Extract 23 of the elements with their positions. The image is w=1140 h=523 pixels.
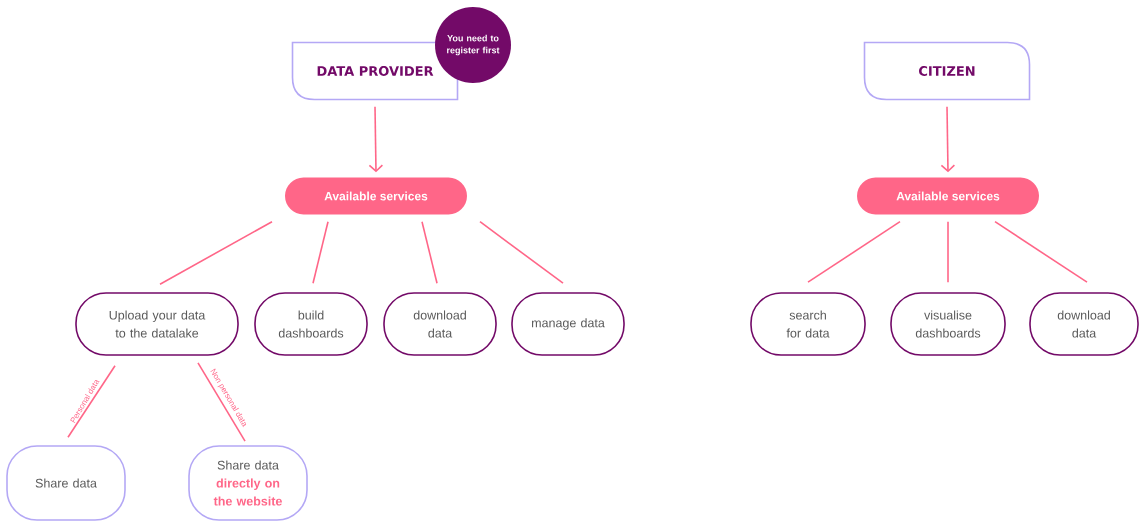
service-box: manage data — [511, 292, 625, 356]
connector-line — [807, 220, 901, 283]
services-pill: Available services — [285, 177, 467, 215]
service-box: visualise dashboards — [890, 292, 1006, 356]
connector-line — [67, 365, 116, 438]
option-box: Share data directly on the website — [188, 445, 308, 521]
arrow — [940, 105, 956, 173]
connector-line — [197, 362, 246, 442]
service-box: download data — [383, 292, 497, 356]
arrow — [368, 105, 384, 173]
connector-line — [421, 220, 438, 284]
connector-line — [312, 220, 329, 284]
connector-line — [479, 220, 564, 284]
connector-line — [994, 220, 1088, 283]
service-box: Upload your data to the datalake — [75, 292, 239, 356]
service-box: build dashboards — [254, 292, 368, 356]
service-box: download data — [1029, 292, 1139, 356]
services-pill: Available services — [857, 177, 1039, 215]
option-box: Share data — [6, 445, 126, 521]
connector-line — [947, 220, 949, 283]
service-box: search for data — [750, 292, 866, 356]
role-tab: CITIZEN — [863, 41, 1031, 101]
connector-line — [159, 220, 273, 285]
